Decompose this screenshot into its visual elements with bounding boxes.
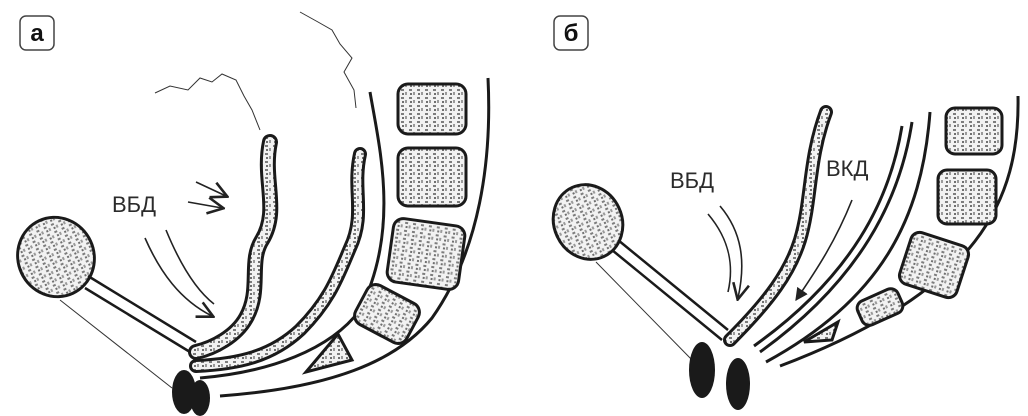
label-vbd-b: ВБД [670, 168, 714, 193]
squiggle-line [155, 74, 260, 130]
vertebra [938, 170, 996, 224]
pressure-arrow [166, 230, 214, 304]
vertebra [855, 286, 906, 328]
thin-line [60, 300, 172, 388]
vaginal-wall [196, 142, 270, 352]
pressure-arrow [188, 202, 222, 208]
bladder-wall [618, 240, 728, 330]
vertebra [386, 217, 466, 290]
panel-b: б ВБД ВКД [541, 16, 1018, 410]
bladder-wall [85, 288, 190, 352]
vertebra [897, 230, 971, 300]
vertebra [398, 84, 466, 134]
vertebra [946, 108, 1002, 154]
panel-letter-a: а [30, 20, 44, 47]
perineum-body [190, 380, 210, 416]
bladder-wall [88, 276, 196, 342]
panel-a: а ВБД [5, 12, 489, 416]
pressure-arrow [720, 206, 742, 298]
perineum-body [726, 358, 750, 410]
panel-letter-b: б [564, 20, 579, 47]
pressure-arrow [196, 182, 226, 196]
vaginal-wall-outline [730, 112, 826, 340]
pressure-arrow [708, 214, 731, 292]
pressure-arrow [145, 238, 212, 316]
label-vkd-b: ВКД [826, 156, 868, 181]
vertebra [398, 148, 466, 206]
squiggle-line [300, 12, 356, 108]
label-vbd-a: ВБД [112, 192, 156, 217]
perineum-body [689, 342, 715, 398]
